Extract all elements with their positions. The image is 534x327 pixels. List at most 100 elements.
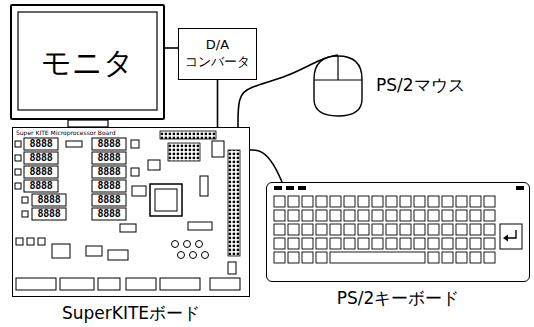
key [442, 224, 453, 235]
led [22, 197, 28, 203]
key [414, 238, 425, 249]
key [344, 210, 355, 221]
key [414, 224, 425, 235]
key [302, 196, 313, 207]
key [414, 196, 425, 207]
switch [16, 238, 23, 245]
enter-arrow-head [503, 235, 508, 242]
display-digits: 8888 [24, 180, 58, 192]
display-digits: 8888 [24, 166, 58, 178]
mouse-buttons [314, 56, 362, 80]
key [456, 238, 467, 249]
key [428, 238, 439, 249]
key [344, 224, 355, 235]
led [298, 186, 306, 190]
dip-switch [210, 278, 240, 290]
key [344, 238, 355, 249]
key [330, 224, 341, 235]
led [66, 141, 82, 147]
key [288, 224, 299, 235]
chip [86, 246, 102, 256]
switch [38, 238, 45, 245]
part-label: SuperKITEボード [13, 302, 249, 324]
chip [212, 141, 224, 157]
switch [27, 238, 34, 245]
led [516, 186, 524, 190]
monitor-screen [18, 12, 157, 110]
key [456, 252, 467, 263]
display-frame [24, 166, 58, 178]
display-frame [92, 138, 126, 150]
chip [52, 244, 70, 258]
key [428, 210, 439, 221]
key [330, 238, 341, 249]
display-frame [92, 180, 126, 192]
display-frame [92, 194, 126, 206]
led [15, 183, 21, 189]
key [470, 224, 481, 235]
dip-switch [160, 278, 200, 290]
key [274, 196, 285, 207]
dip-switch [126, 278, 156, 290]
key [470, 196, 481, 207]
display-frames [24, 138, 126, 220]
key [358, 238, 369, 249]
key [484, 210, 495, 221]
cable [217, 80, 219, 127]
key [400, 196, 411, 207]
mouse-outline [308, 55, 368, 117]
led [22, 211, 28, 217]
key [414, 210, 425, 221]
chip [108, 250, 128, 260]
key [428, 224, 439, 235]
display-frame [32, 208, 66, 220]
knob [202, 252, 209, 259]
key [330, 252, 425, 263]
key [484, 224, 495, 235]
display-frame [92, 166, 126, 178]
dip-switch [98, 278, 120, 290]
enter-key [500, 224, 522, 249]
key [274, 238, 285, 249]
display-digits: 8888 [92, 166, 126, 178]
led [15, 169, 21, 175]
key [442, 196, 453, 207]
key [330, 196, 341, 207]
knob [172, 241, 179, 248]
keyboard-keys [274, 196, 495, 263]
key [330, 210, 341, 221]
cable [250, 150, 282, 182]
key [316, 210, 327, 221]
display-digits: 8888 [92, 180, 126, 192]
pin-grid [168, 143, 200, 161]
key [386, 210, 397, 221]
chip [188, 222, 212, 230]
key [372, 238, 383, 249]
display-digits: 8888 [24, 138, 58, 150]
display-frame [32, 194, 66, 206]
chip [148, 160, 160, 170]
key [288, 252, 299, 263]
key [316, 224, 327, 235]
knob [196, 241, 203, 248]
key [288, 196, 299, 207]
key [470, 252, 481, 263]
cable [165, 47, 178, 49]
key [302, 210, 313, 221]
key [428, 252, 439, 263]
pin-strip [228, 150, 240, 256]
key [400, 210, 411, 221]
dip-switch [16, 278, 56, 290]
display-frame [24, 138, 58, 150]
key [484, 196, 495, 207]
display-digits: 8888 [92, 194, 126, 206]
key [316, 252, 327, 263]
key [470, 210, 481, 221]
mouse: PS/2マウス [308, 55, 368, 117]
key [274, 224, 285, 235]
display-digits: 8888 [32, 194, 66, 206]
key [274, 210, 285, 221]
led [286, 186, 294, 190]
monitor-stand [68, 120, 108, 127]
